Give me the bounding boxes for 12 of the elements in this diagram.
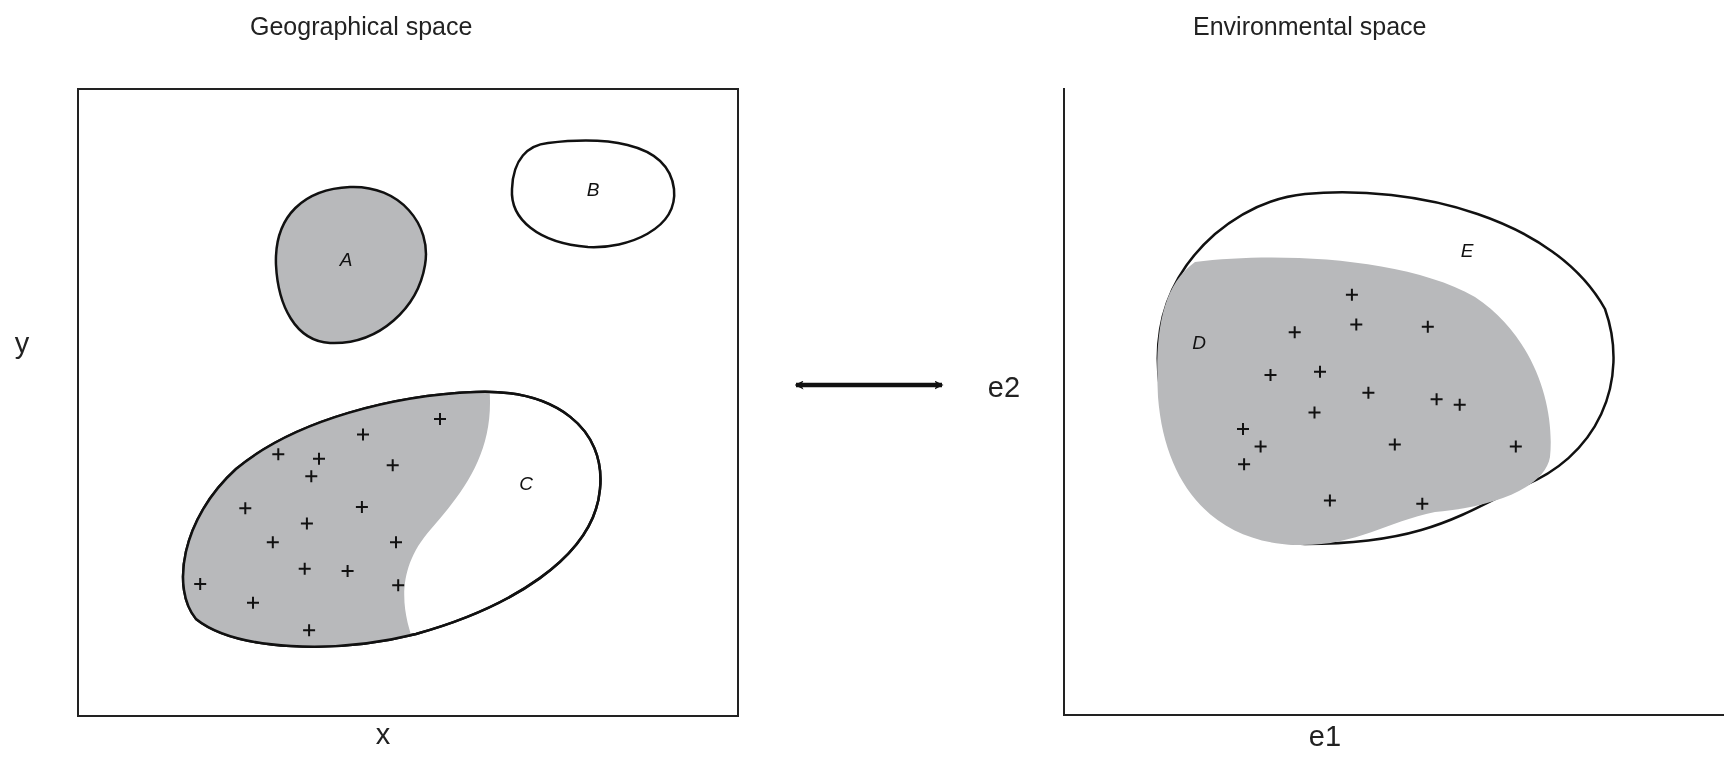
double-arrow: [794, 380, 944, 390]
region-label: E: [1460, 240, 1474, 262]
panel-title: Environmental space: [1193, 12, 1427, 41]
region-label: D: [1192, 332, 1206, 354]
axis-label: y: [14, 326, 30, 360]
panel-title: Geographical space: [250, 12, 473, 41]
axis-label: e2: [987, 370, 1021, 404]
region-label: C: [519, 473, 533, 495]
region-label: A: [339, 249, 353, 271]
axis-label: e1: [1308, 719, 1342, 753]
region-label: B: [586, 179, 600, 201]
axis-label: x: [375, 717, 391, 751]
